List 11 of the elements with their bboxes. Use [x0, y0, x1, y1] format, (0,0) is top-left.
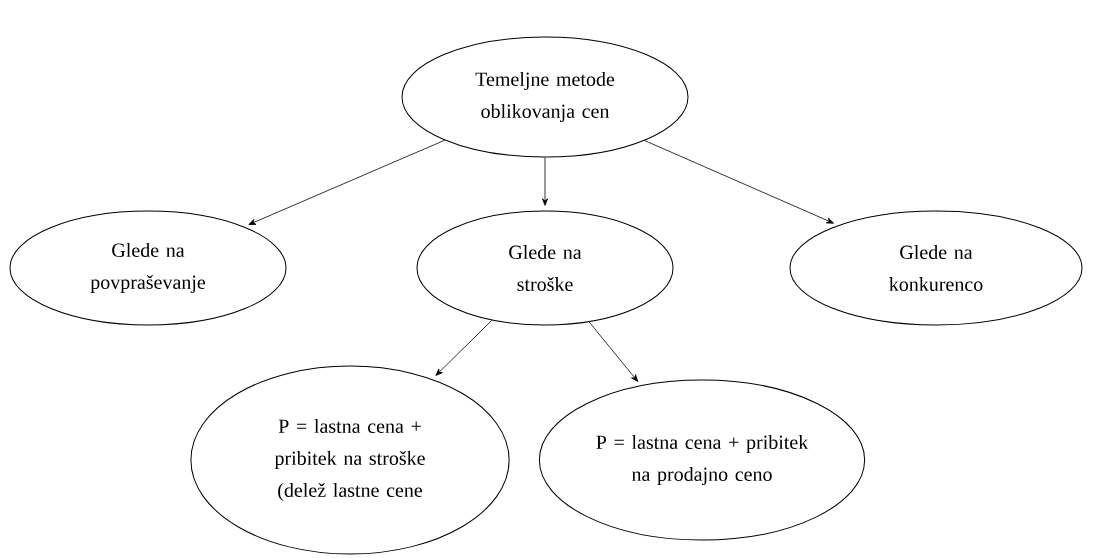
ellipse-node: Glede na povpraševanje [9, 210, 287, 326]
ellipse-node: Glede na konkurenco [789, 210, 1083, 326]
arrow [435, 319, 493, 376]
arrow [588, 321, 639, 382]
ellipse-node: P = lastna cena + pribitek na stroške (delež lastne cene [190, 365, 510, 555]
ellipse-node: P = lastna cena + pribitek na prodajno ceno [538, 379, 866, 541]
ellipse-node: Temeljne metode oblikovanja cen [401, 36, 689, 158]
ellipse-node: Glede na stroške [416, 210, 674, 326]
arrow [644, 140, 834, 224]
arrow [248, 139, 446, 225]
arrow [542, 157, 548, 206]
